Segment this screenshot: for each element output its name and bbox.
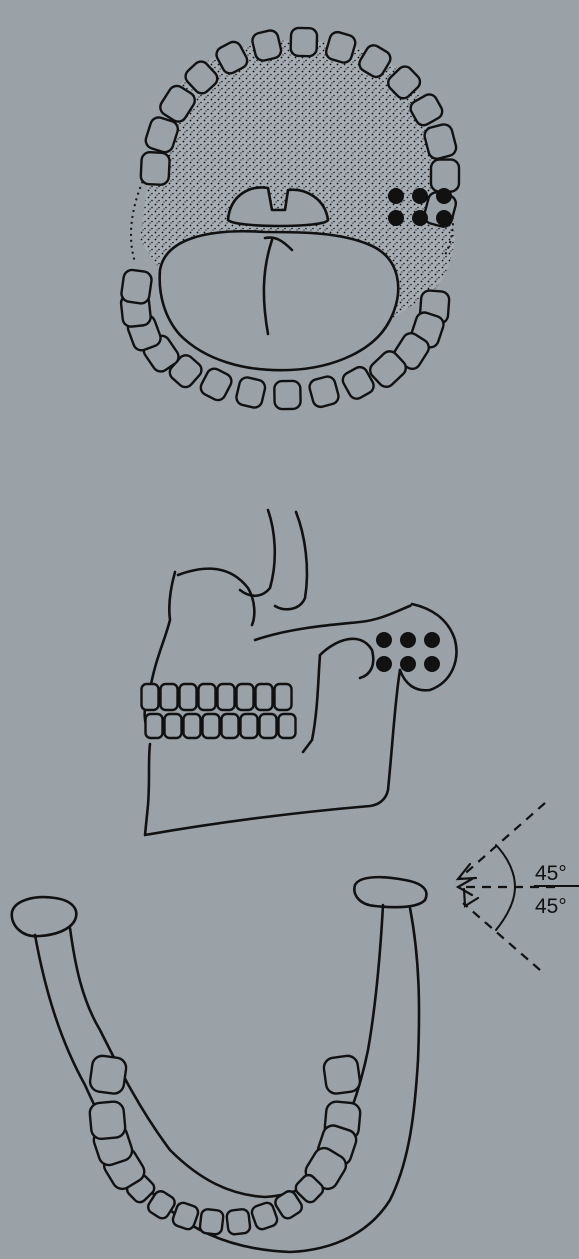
skull-upper-tooth (218, 684, 235, 710)
mandible-tooth (89, 1101, 126, 1140)
mandible-tooth (199, 1209, 224, 1235)
mandible-teeth (89, 1055, 361, 1235)
injection-dot (376, 656, 392, 672)
injection-dot (424, 656, 440, 672)
lower-tooth (274, 381, 300, 409)
injection-dot (436, 210, 452, 226)
skull-upper-tooth (275, 684, 292, 710)
upper-tooth (251, 29, 283, 62)
skull-upper-tooth (142, 684, 159, 710)
injection-dot (388, 188, 404, 204)
skull-upper-tooth (237, 684, 254, 710)
tongue (160, 231, 399, 370)
angle-label-lower: 45° (535, 895, 567, 918)
skull-upper-tooth (256, 684, 273, 710)
condyle-region (320, 639, 373, 678)
injection-dot (400, 656, 416, 672)
mandible-top-view (12, 877, 427, 1252)
mandible-tooth (226, 1209, 251, 1235)
upper-tooth (140, 152, 170, 185)
lower-tooth (308, 375, 340, 409)
injection-dot (376, 632, 392, 648)
cheek-outline (178, 569, 254, 625)
upper-tooth (431, 159, 459, 191)
mandible-tooth (250, 1201, 279, 1231)
skull-upper-tooth (180, 684, 197, 710)
mandible-ramus (303, 655, 320, 752)
injection-dot (388, 210, 404, 226)
skull-lower-tooth (184, 714, 201, 738)
angle-diagram: 45° 45° (458, 803, 579, 970)
skull-lower-tooth (203, 714, 220, 738)
lower-45-line (463, 903, 540, 970)
mandible-tooth (323, 1055, 362, 1095)
mandible-tooth (89, 1055, 128, 1095)
skull-lower-tooth (241, 714, 258, 738)
angle-label-upper: 45° (535, 862, 567, 885)
upper-tooth (290, 28, 317, 57)
skull-lower-tooth (146, 714, 163, 738)
orbit-outline (275, 512, 307, 609)
injection-dot (400, 632, 416, 648)
skull-teeth (142, 684, 296, 738)
left-condyle (12, 897, 77, 936)
injection-dot (412, 188, 428, 204)
lower-tooth (198, 366, 234, 403)
skull-lower-tooth (279, 714, 296, 738)
lower-tooth (120, 269, 152, 305)
skull-upper-tooth (161, 684, 178, 710)
injection-dot (436, 188, 452, 204)
skull-lower-tooth (260, 714, 277, 738)
lower-tooth (235, 376, 267, 409)
injection-dot (412, 210, 428, 226)
skull-upper-tooth (199, 684, 216, 710)
skull-lateral-view (142, 510, 457, 835)
right-condyle (354, 877, 426, 907)
skull-lower-tooth (165, 714, 182, 738)
upper-45-line (460, 803, 545, 878)
skull-lower-tooth (222, 714, 239, 738)
open-mouth-view (120, 28, 459, 409)
injection-dot (424, 632, 440, 648)
